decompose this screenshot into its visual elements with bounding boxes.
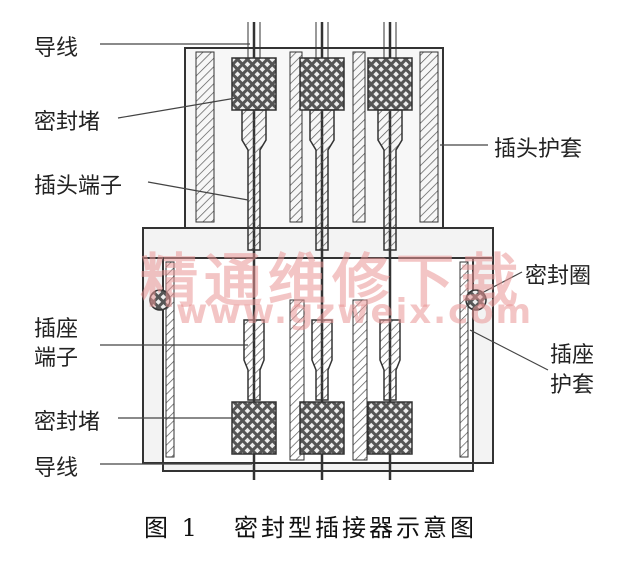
contact-assembly-2: [299, 22, 345, 480]
contact-assembly-1: [231, 22, 277, 480]
watermark-title: 精通维修下载: [140, 247, 525, 315]
label-socket-terminal-line1: 插座: [34, 317, 79, 342]
contact-assembly-3: [367, 22, 413, 480]
seal-ring: [149, 289, 487, 311]
label-plug-terminal: 插头端子: [34, 174, 123, 199]
leader-lines: [100, 43, 549, 465]
label-lead-wire-top: 导线: [34, 36, 79, 61]
label-plug-sleeve: 插头护套: [494, 137, 583, 162]
watermark-url: www.gzweix.com: [176, 292, 534, 332]
label-seal-ring: 密封圈: [525, 264, 592, 289]
label-seal-plug-bottom: 密封堵: [34, 410, 101, 435]
label-seal-plug-top: 密封堵: [34, 110, 101, 135]
figure-number: 图 1: [144, 514, 200, 542]
label-socket-terminal-line2: 端子: [34, 346, 79, 371]
label-lead-wire-bottom: 导线: [34, 456, 79, 481]
figure-caption: 密封型插接器示意图: [234, 514, 477, 542]
label-socket-sleeve-line2: 护套: [550, 373, 595, 398]
label-socket-sleeve-line1: 插座: [550, 343, 595, 368]
